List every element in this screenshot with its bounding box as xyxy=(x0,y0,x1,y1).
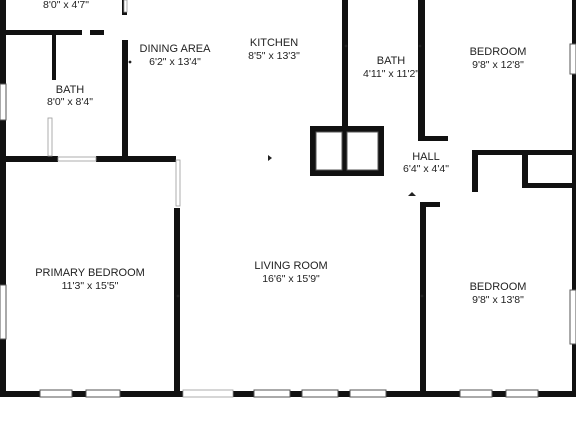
kitchen-size: 8'5" x 13'3" xyxy=(248,50,300,62)
window-living-a xyxy=(253,389,291,398)
dining-area-name: DINING AREA xyxy=(140,43,212,55)
wall-top-left-room-2 xyxy=(90,30,104,35)
wall-closet-bottom xyxy=(522,183,576,188)
island-sink-left xyxy=(315,131,343,171)
bath-left-size: 8'0" x 8'4" xyxy=(47,96,93,108)
wall-bath-bedroom xyxy=(418,0,425,140)
bedroom-bottom-right-name: BEDROOM xyxy=(470,281,527,293)
wall-bath-left-inner xyxy=(52,35,56,80)
primary-bedroom-name: PRIMARY BEDROOM xyxy=(35,267,145,279)
hall-size: 6'4" x 4'4" xyxy=(403,163,449,175)
island-left xyxy=(310,126,316,176)
door-bath-left xyxy=(47,117,53,157)
windows xyxy=(0,43,576,398)
bedroom-bottom-right-size: 9'8" x 13'8" xyxy=(472,294,524,306)
wall-mark-a xyxy=(176,294,180,298)
center-mark xyxy=(268,155,272,161)
primary-bedroom-size: 11'3" x 15'5" xyxy=(62,280,119,292)
living-room-size: 16'6" x 15'9" xyxy=(262,273,320,285)
wall-hall-right xyxy=(472,150,478,192)
window-bedroom-bottom-a xyxy=(459,389,493,398)
door-primary xyxy=(57,156,97,162)
top-left-room-size: 8'0" x 4'7" xyxy=(43,0,89,11)
hall-mark xyxy=(408,192,416,196)
wall-outer-left xyxy=(0,0,6,397)
bedroom-top-right-size: 9'8" x 12'8" xyxy=(472,59,524,71)
window-primary-left xyxy=(0,284,7,340)
window-living-b xyxy=(301,389,339,398)
bedroom-top-right-name: BEDROOM xyxy=(470,46,527,58)
hall-name: HALL xyxy=(412,151,440,163)
door-primary-right xyxy=(175,159,181,207)
kitchen-name: KITCHEN xyxy=(250,37,298,49)
wall-primary-top-b xyxy=(96,156,176,162)
island-top xyxy=(310,126,384,132)
window-living-c xyxy=(349,389,387,398)
wall-mark-d xyxy=(418,44,422,48)
wall-mark-e xyxy=(128,60,132,64)
wall-hall-bottom xyxy=(420,202,440,207)
wall-primary-top-a xyxy=(0,156,58,162)
bath-center-size: 4'11" x 11'2" xyxy=(363,68,419,80)
wall-mark-b xyxy=(420,294,424,298)
wall-bath-right xyxy=(122,40,128,160)
wall-mark-c xyxy=(344,44,348,48)
window-bedroom-bottom-b xyxy=(505,389,539,398)
door-top xyxy=(123,0,128,13)
bath-center-name: BATH xyxy=(377,55,406,67)
island-right xyxy=(378,126,384,176)
wall-kitchen-bath xyxy=(342,0,348,130)
doors xyxy=(47,0,234,398)
island-bottom xyxy=(310,170,384,176)
wall-bedroom-bottom-left xyxy=(420,202,426,397)
window-primary-bottom-b xyxy=(85,389,121,398)
wall-outer-right xyxy=(572,0,576,397)
window-bedroom-right xyxy=(569,289,576,345)
living-room-name: LIVING ROOM xyxy=(254,260,327,272)
window-bath xyxy=(0,83,7,121)
window-bedroom-top-right xyxy=(569,43,576,75)
island-divider xyxy=(342,132,347,170)
room-labels: 8'0" x 4'7" BATH 8'0" x 8'4" DINING AREA… xyxy=(35,0,526,306)
window-primary-bottom-a xyxy=(39,389,73,398)
wall-top-left-room xyxy=(0,30,82,35)
wall-closet xyxy=(522,150,528,188)
wall-primary-right xyxy=(174,208,180,397)
wall-hall-top xyxy=(418,136,448,141)
bath-left-name: BATH xyxy=(56,84,85,96)
marks xyxy=(128,44,424,298)
dining-area-size: 6'2" x 13'4" xyxy=(149,56,201,68)
island-sink-right xyxy=(346,131,379,171)
front-door-gap xyxy=(182,389,234,398)
